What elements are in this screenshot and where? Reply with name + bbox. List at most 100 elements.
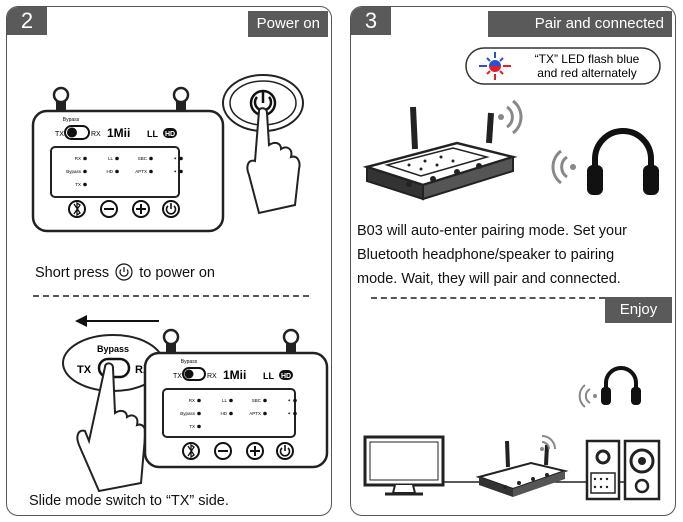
section-divider — [33, 295, 309, 297]
plus-button[interactable] — [246, 442, 264, 460]
slide-caption: Slide mode switch to “TX” side. — [29, 493, 229, 509]
headphone-icon — [587, 128, 659, 195]
speaker-illustration — [585, 439, 661, 501]
led-indicator — [197, 398, 201, 403]
led-indicator — [293, 398, 297, 403]
pair-caption-line2: Bluetooth headphone/speaker to pairing — [357, 247, 615, 263]
led-indicator — [179, 156, 183, 161]
led-label: TX — [75, 182, 81, 187]
led-indicator — [83, 169, 87, 174]
switch-top-label: Bypass — [181, 359, 198, 365]
led-label: Bypass — [66, 169, 82, 174]
callout-tx-label: TX — [77, 364, 92, 376]
led-indicator — [197, 424, 201, 429]
section-divider — [371, 297, 605, 299]
bluetooth-button[interactable] — [68, 200, 86, 218]
antenna-left — [52, 86, 70, 113]
bluetooth-button[interactable] — [182, 442, 200, 460]
enjoy-label: Enjoy — [605, 297, 672, 323]
antenna-left — [162, 328, 180, 355]
led-indicator — [229, 398, 233, 403]
switch-top-label: Bypass — [63, 117, 80, 123]
led-indicator — [263, 411, 267, 416]
led-indicator — [83, 156, 87, 161]
led-label: SBC — [252, 398, 262, 403]
led-indicator — [263, 398, 267, 403]
switch-tx-label: TX — [173, 373, 182, 380]
power-caption-after: to power on — [139, 265, 215, 281]
wireless-signal-icon — [540, 435, 556, 451]
switch-rx-label: RX — [207, 373, 217, 380]
finger-slide-illustration — [76, 362, 147, 493]
tv-illustration — [363, 435, 445, 496]
led-indicator — [149, 169, 153, 174]
led-note: “TX” LED flash blue and red alternately — [465, 47, 661, 85]
ll-label: LL — [147, 129, 158, 139]
brand-logo: 1Mii — [223, 368, 246, 382]
led-indicator — [83, 182, 87, 187]
led-label: Bypass — [180, 411, 196, 416]
antenna-right — [172, 86, 190, 113]
led-label: APTX — [249, 411, 261, 416]
brand-logo: 1Mii — [107, 126, 130, 140]
led-label: SBC — [138, 156, 148, 161]
led-icon — [479, 52, 511, 80]
arrow-left-icon — [75, 315, 159, 327]
led-label: LL — [222, 398, 228, 403]
power-caption: Short press to power on — [35, 261, 215, 285]
led-label: ✶ — [287, 411, 291, 416]
led-label: HD — [107, 169, 114, 174]
step-2-number: 2 — [7, 7, 47, 35]
step-3-title: Pair and connected — [488, 11, 672, 37]
led-note-line2: and red alternately — [537, 66, 636, 80]
step-2-title: Power on — [248, 11, 328, 37]
wireless-signal-icon — [551, 149, 576, 185]
step-2-panel: 2 Power on Bypass TX RX 1Mii LL HD RX LL S… — [6, 6, 332, 516]
hd-label: HD — [281, 373, 291, 380]
callout-bypass-label: Bypass — [97, 344, 129, 354]
minus-button[interactable] — [100, 200, 118, 218]
pair-caption-line1: B03 will auto-enter pairing mode. Set yo… — [357, 223, 628, 239]
led-note-line1: “TX” LED flash blue — [535, 52, 640, 66]
pair-caption-line3: mode. Wait, they will pair and connected… — [357, 271, 621, 287]
device-small-illustration — [475, 440, 569, 497]
led-indicator — [229, 411, 233, 416]
led-label: ✶ — [287, 398, 291, 403]
wireless-signal-icon — [578, 384, 597, 408]
device-perspective-illustration — [362, 106, 518, 201]
power-button[interactable] — [276, 442, 294, 460]
switch-rx-label: RX — [91, 131, 101, 138]
power-button[interactable] — [162, 200, 180, 218]
step-3-panel: 3 Pair and connected “TX” LED flash blue… — [350, 6, 676, 516]
headphone-icon — [601, 366, 641, 405]
led-label: TX — [189, 424, 195, 429]
led-indicator — [149, 156, 153, 161]
power-icon-inline — [115, 263, 133, 281]
power-caption-before: Short press — [35, 265, 110, 281]
led-indicator — [115, 169, 119, 174]
switch-tx-label: TX — [55, 131, 64, 138]
led-label: ✶ — [173, 156, 177, 161]
wireless-signal-icon — [498, 99, 523, 135]
led-indicator — [115, 156, 119, 161]
led-label: LL — [108, 156, 114, 161]
finger-illustration — [246, 107, 301, 215]
led-indicator — [179, 169, 183, 174]
led-label: ✶ — [173, 169, 177, 174]
antenna-right — [282, 328, 300, 355]
led-indicator — [293, 411, 297, 416]
hd-label: HD — [165, 131, 175, 138]
power-press-illustration — [222, 74, 304, 215]
led-indicator — [197, 411, 201, 416]
led-label: APTX — [135, 169, 147, 174]
switch-callout: Bypass TX RX — [62, 334, 164, 493]
step-3-number: 3 — [351, 7, 391, 35]
led-label: HD — [221, 411, 228, 416]
minus-button[interactable] — [214, 442, 232, 460]
ll-label: LL — [263, 371, 274, 381]
plus-button[interactable] — [132, 200, 150, 218]
